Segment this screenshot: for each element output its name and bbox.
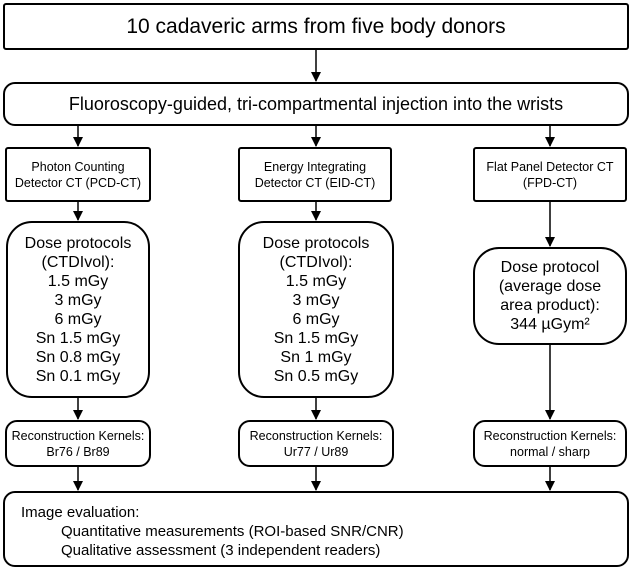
eid-ct-line-2: Detector CT (EID-CT): [254, 175, 376, 190]
pcd-dose-line: 6 mGy: [54, 310, 102, 328]
injection-text: Fluoroscopy-guided, tri-compartmental in…: [68, 93, 564, 114]
fpd-dose-line: area product):: [500, 297, 600, 314]
donor-box: 10 cadaveric arms from five body donors: [3, 3, 629, 50]
eid-kernels-label: Reconstruction Kernels:: [249, 428, 383, 443]
eid-dose-line: 3 mGy: [292, 291, 340, 309]
fpd-dose-box: Dose protocol (average dose area product…: [473, 247, 627, 345]
eid-ct-box: Energy Integrating Detector CT (EID-CT): [238, 147, 392, 202]
eid-dose-line: Sn 0.5 mGy: [273, 367, 359, 385]
eid-kernels-value: Ur77 / Ur89: [283, 444, 349, 459]
pcd-ct-line-1: Photon Counting: [31, 159, 125, 174]
pcd-dose-line: 1.5 mGy: [47, 272, 109, 290]
eid-dose-line: Dose protocols: [262, 234, 370, 252]
eid-dose-line: (CTDIvol):: [279, 253, 353, 271]
pcd-dose-line: (CTDIvol):: [41, 253, 115, 271]
pcd-dose-line: 3 mGy: [54, 291, 102, 309]
pcd-kernels-box: Reconstruction Kernels: Br76 / Br89: [5, 420, 151, 467]
fpd-kernels-label: Reconstruction Kernels:: [483, 428, 617, 443]
pcd-ct-box: Photon Counting Detector CT (PCD-CT): [5, 147, 151, 202]
evaluation-item-qualitative: Qualitative assessment (3 independent re…: [61, 542, 381, 559]
eid-ct-line-1: Energy Integrating: [263, 159, 367, 174]
evaluation-box: Image evaluation: Quantitative measureme…: [3, 491, 629, 567]
fpd-ct-box: Flat Panel Detector CT (FPD-CT): [473, 147, 627, 202]
eid-dose-line: Sn 1 mGy: [280, 348, 352, 366]
fpd-ct-line-1: Flat Panel Detector CT: [486, 159, 614, 174]
pcd-dose-line: Sn 0.1 mGy: [35, 367, 121, 385]
pcd-kernels-label: Reconstruction Kernels:: [11, 428, 145, 443]
pcd-ct-line-2: Detector CT (PCD-CT): [14, 175, 142, 190]
pcd-dose-line: Sn 0.8 mGy: [35, 348, 121, 366]
fpd-dose-line: Dose protocol: [500, 259, 600, 276]
eid-dose-line: Sn 1.5 mGy: [273, 329, 359, 347]
eid-kernels-box: Reconstruction Kernels: Ur77 / Ur89: [238, 420, 394, 467]
pcd-dose-line: Dose protocols: [24, 234, 132, 252]
evaluation-item-quantitative: Quantitative measurements (ROI-based SNR…: [61, 523, 404, 540]
eid-dose-box: Dose protocols (CTDIvol): 1.5 mGy 3 mGy …: [238, 221, 394, 398]
fpd-kernels-value: normal / sharp: [510, 444, 590, 459]
injection-box: Fluoroscopy-guided, tri-compartmental in…: [3, 82, 629, 126]
eid-dose-line: 6 mGy: [292, 310, 340, 328]
pcd-dose-line: Sn 1.5 mGy: [35, 329, 121, 347]
pcd-kernels-value: Br76 / Br89: [46, 444, 110, 459]
pcd-dose-box: Dose protocols (CTDIvol): 1.5 mGy 3 mGy …: [6, 221, 150, 398]
fpd-dose-line: 344 µGym²: [510, 316, 590, 333]
fpd-dose-line: (average dose: [498, 278, 602, 295]
eid-dose-line: 1.5 mGy: [285, 272, 347, 290]
donor-text: 10 cadaveric arms from five body donors: [126, 14, 506, 38]
fpd-ct-line-2: (FPD-CT): [522, 175, 578, 190]
evaluation-title: Image evaluation:: [21, 504, 140, 521]
fpd-kernels-box: Reconstruction Kernels: normal / sharp: [473, 420, 627, 467]
